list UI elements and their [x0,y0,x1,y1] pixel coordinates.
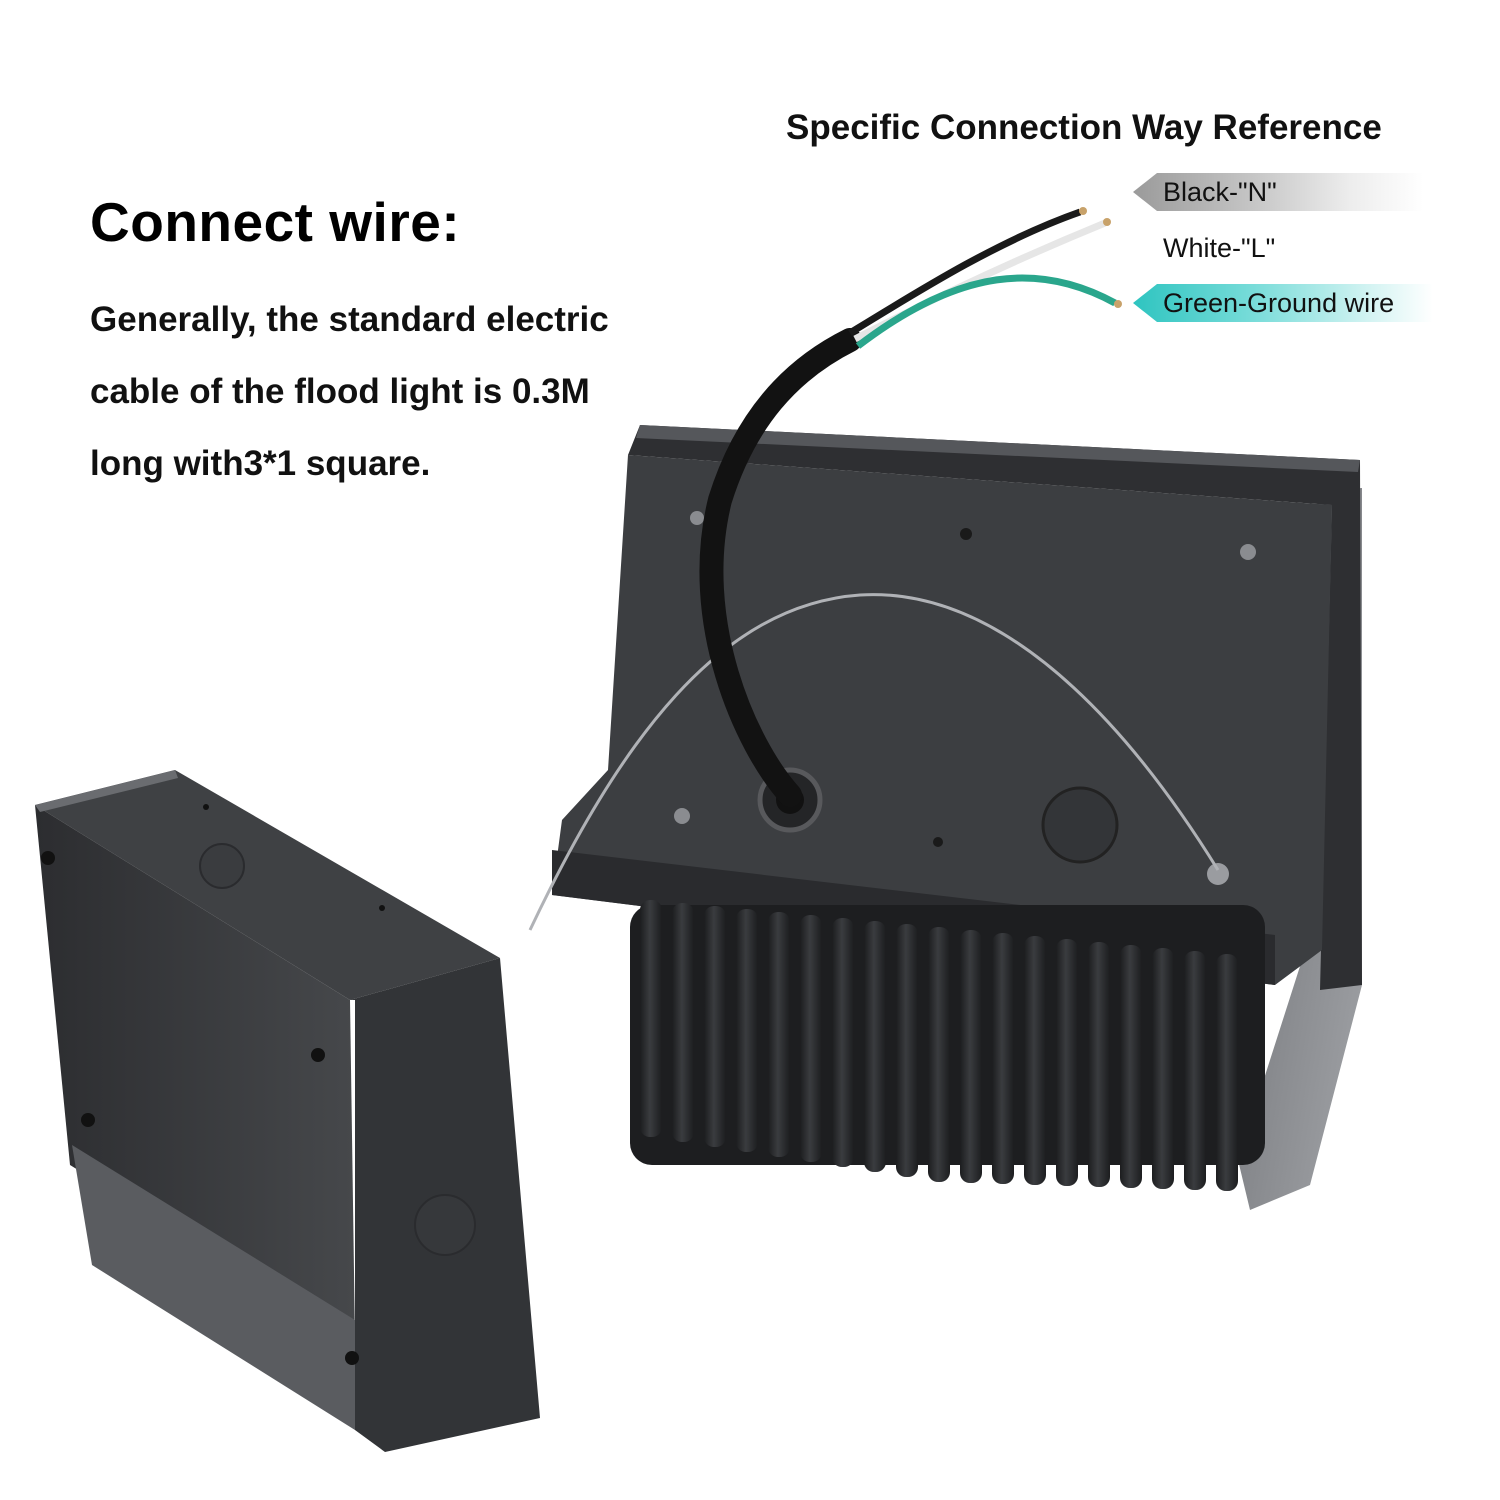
junction-box-front [35,805,355,1340]
plate-screw [933,837,943,847]
safety-wire [528,593,1220,931]
heatsink-fin [832,918,854,1167]
heatsink-fin [864,921,886,1172]
heatsink-fin [960,930,982,1183]
heatsink-fin [1024,936,1046,1185]
flood-light-fixture [552,425,1362,1210]
heatsink-fin [1120,945,1142,1188]
wire-black [848,208,1082,336]
fixture-mounting-plate [552,455,1332,985]
wire-tip [1103,218,1111,226]
description-line-1: Generally, the standard electric [90,300,609,339]
electric-cable [699,328,862,807]
junction-box-hole [345,1351,359,1365]
plate-screw [1207,863,1229,885]
label-green-wire: Green-Ground wire [1133,284,1433,322]
heatsink-fin [1184,951,1206,1190]
heatsink-fin [1216,954,1238,1191]
junction-box-hole [81,1113,95,1127]
junction-box-band [72,1145,355,1430]
heatsink-fin [928,927,950,1182]
junction-box-hole [41,851,55,865]
wire-tip [1114,300,1122,308]
fixture-top-rim [636,425,1360,472]
cable-wires [848,207,1122,349]
heatsink-fin [704,906,726,1147]
description-line-2: cable of the flood light is 0.3M [90,372,590,411]
description-line-3: long with3*1 square. [90,444,431,483]
junction-box-hole [203,804,209,810]
heatsink-fin [736,909,758,1152]
page-heading: Connect wire: [90,191,461,253]
heatsink-fin [1088,942,1110,1187]
heatsink [630,900,1265,1191]
heatsink-fin [800,915,822,1162]
knockout-hole [1041,786,1119,864]
plate-screw [674,808,690,824]
plate-screw [690,511,704,525]
label-black-wire: Black-"N" [1133,173,1423,211]
junction-box-knockout [199,843,245,889]
heatsink-fin [768,912,790,1157]
junction-box-top [35,770,500,1000]
junction-box [35,770,540,1452]
heatsink-fin [1056,939,1078,1186]
plate-screw [1240,544,1256,560]
heatsink-fin [992,933,1014,1184]
fixture-back-plate [628,425,1362,990]
heatsink-fin [640,900,662,1137]
reference-title: Specific Connection Way Reference [786,108,1382,147]
junction-box-hole [379,905,385,911]
wire-tip [1079,207,1087,215]
plate-screw [960,528,972,540]
heatsink-fin [1152,948,1174,1189]
junction-box-knockout [414,1194,476,1256]
label-white-wire: White-"L" [1163,232,1276,263]
heatsink-fin [896,924,918,1177]
heatsink-fin [672,903,694,1142]
junction-box-hole [311,1048,325,1062]
wire-green [855,274,1117,349]
